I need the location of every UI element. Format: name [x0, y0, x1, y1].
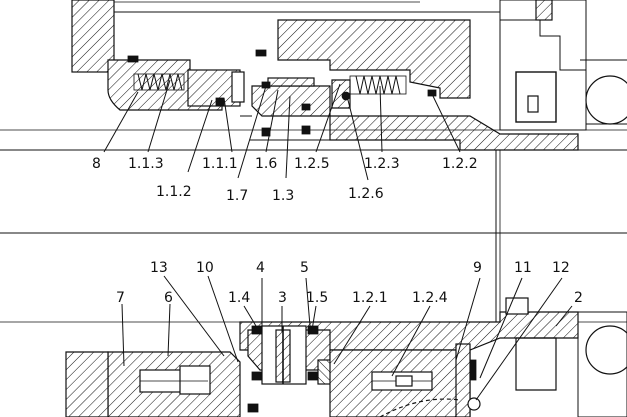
housing-block	[277, 19, 471, 99]
spring-left	[133, 73, 185, 91]
stationary-ring	[251, 85, 331, 117]
label-12: 12	[552, 260, 570, 276]
spring-right	[349, 75, 407, 95]
label-13: 13	[150, 260, 168, 276]
label-1-4: 1.4	[228, 290, 250, 306]
label-5: 5	[300, 260, 309, 276]
label-1-1-1: 1.1.1	[202, 156, 238, 172]
bearing-ball-lower	[585, 325, 627, 375]
label-9: 9	[473, 260, 482, 276]
outer-block-7	[65, 351, 109, 417]
label-8: 8	[92, 156, 101, 172]
label-11: 11	[514, 260, 532, 276]
label-1-2-6: 1.2.6	[348, 186, 384, 202]
label-1-2-5: 1.2.5	[294, 156, 330, 172]
lower-section	[0, 232, 627, 417]
label-6: 6	[164, 290, 173, 306]
label-1-2-2: 1.2.2	[442, 156, 478, 172]
leaders-upper	[103, 79, 461, 181]
label-1-2-1: 1.2.1	[352, 290, 388, 306]
gland-left-block	[71, 0, 115, 73]
shaft-sleeve-upper	[329, 115, 579, 151]
label-1-1-3: 1.1.3	[128, 156, 164, 172]
label-1-2-4: 1.2.4	[412, 290, 448, 306]
rotating-face	[187, 69, 241, 107]
label-1-3: 1.3	[272, 188, 294, 204]
label-2: 2	[574, 290, 583, 306]
plate-9	[455, 343, 471, 417]
label-1-6: 1.6	[255, 156, 277, 172]
label-3: 3	[278, 290, 287, 306]
bearing-ball-upper	[585, 75, 627, 125]
leaders-lower	[121, 275, 573, 401]
upper-section	[0, 0, 627, 322]
label-7: 7	[116, 290, 125, 306]
label-4: 4	[256, 260, 265, 276]
label-1-5: 1.5	[306, 290, 328, 306]
label-1-2-3: 1.2.3	[364, 156, 400, 172]
label-10: 10	[196, 260, 214, 276]
label-1-1-2: 1.1.2	[156, 184, 192, 200]
label-1-7: 1.7	[226, 188, 248, 204]
